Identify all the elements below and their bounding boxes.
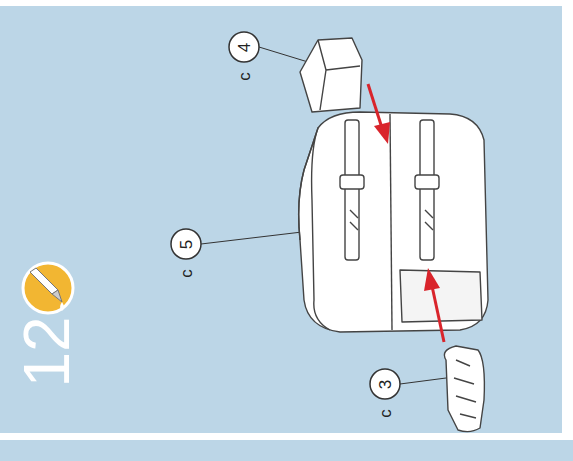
callout-number: 3 bbox=[377, 379, 394, 388]
part-letter: c bbox=[235, 72, 252, 81]
callout-number: 4 bbox=[236, 42, 253, 51]
part-letter: c bbox=[376, 409, 393, 418]
part-letter: c bbox=[177, 269, 194, 278]
callout-number: 5 bbox=[178, 239, 195, 248]
step-number: 12 bbox=[14, 316, 78, 387]
